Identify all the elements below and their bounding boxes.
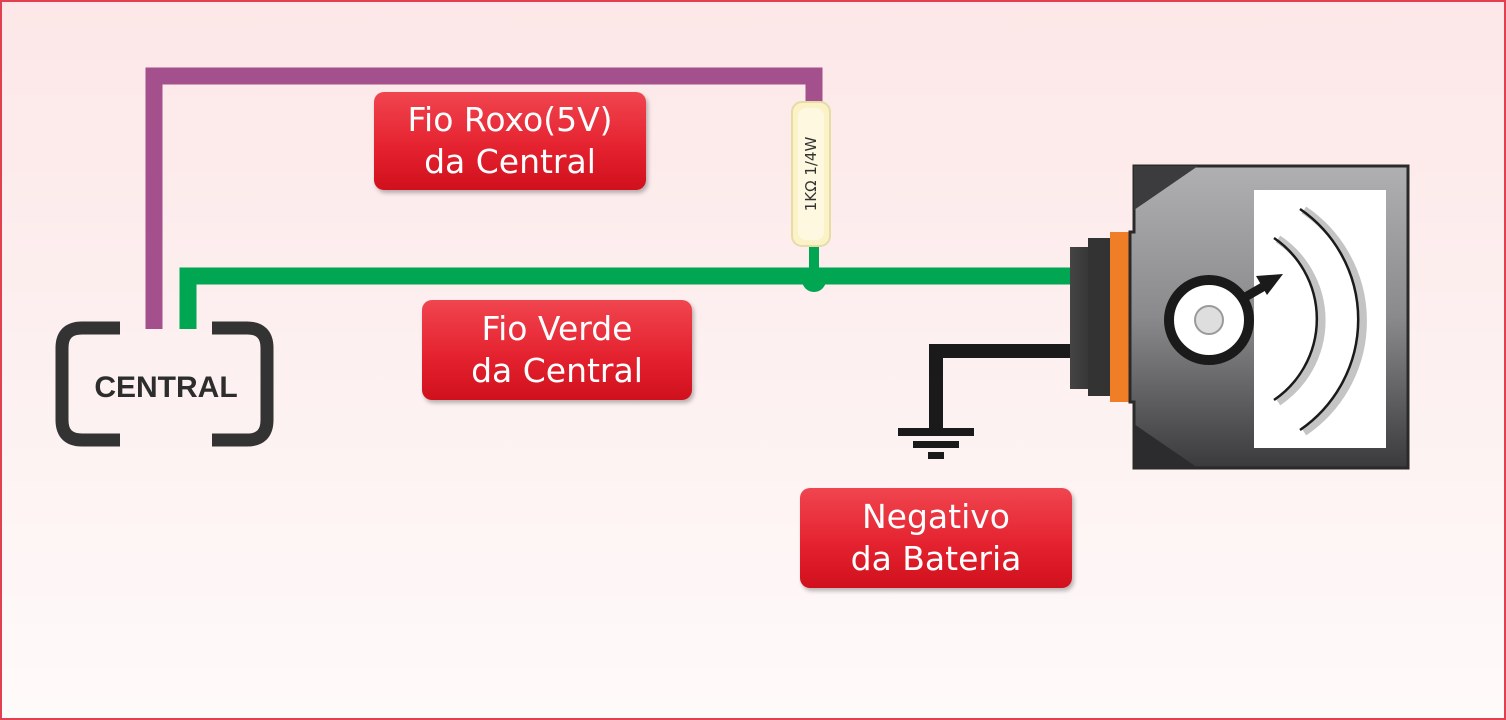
green-wire-junction [802, 268, 826, 292]
ground-label-line1: Negativo [862, 497, 1010, 536]
purple-wire-label-line1: Fio Roxo(5V) [407, 100, 613, 139]
purple-wire-label: Fio Roxo(5V) da Central [374, 92, 646, 190]
green-wire-label: Fio Verde da Central [422, 300, 692, 400]
sensor-gauge-icon [1070, 164, 1410, 470]
resistor-label: 1KΩ 1/4W [802, 137, 820, 212]
green-wire-label-line2: da Central [471, 351, 643, 390]
purple-wire [145, 67, 823, 329]
ground-symbol-icon [898, 428, 974, 459]
resistor-icon: 1KΩ 1/4W [791, 101, 831, 247]
central-label: CENTRAL [94, 371, 237, 404]
ground-wire [929, 344, 1074, 432]
green-wire [179, 267, 1074, 329]
green-wire-label-line1: Fio Verde [481, 309, 633, 348]
ground-label: Negativo da Bateria [800, 488, 1072, 588]
purple-wire-label-line2: da Central [424, 142, 596, 181]
ground-label-line2: da Bateria [850, 539, 1022, 578]
central-unit: CENTRAL [55, 321, 274, 447]
